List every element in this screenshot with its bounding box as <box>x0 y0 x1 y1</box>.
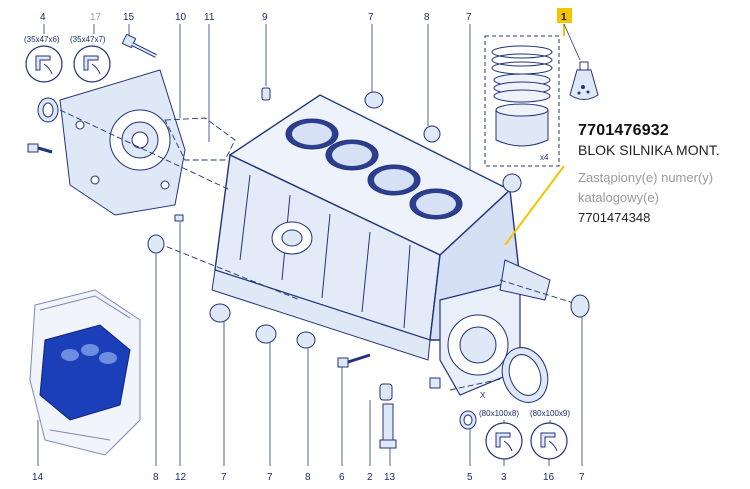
bolt-15[interactable] <box>121 33 157 58</box>
callout-5[interactable]: 5 <box>467 472 473 483</box>
plug-8-bottom[interactable] <box>296 331 316 349</box>
seal-icon-16[interactable] <box>530 422 568 460</box>
callout-15[interactable]: 15 <box>123 12 135 23</box>
rear-main-seal[interactable] <box>495 341 555 409</box>
seal-icon-4[interactable] <box>25 45 63 83</box>
plug-7-top-a[interactable] <box>364 91 384 109</box>
gasket-10[interactable] <box>164 117 236 161</box>
bolt-6[interactable] <box>337 353 371 368</box>
oil-bottle-icon <box>569 61 599 100</box>
x-marker: X <box>480 391 486 400</box>
plug-7-top-b[interactable] <box>502 173 522 193</box>
piston-kit-box[interactable]: x4 <box>484 35 560 167</box>
bolt-small-left[interactable] <box>27 143 53 154</box>
callout-12[interactable]: 12 <box>175 472 187 483</box>
plug-8-left[interactable] <box>147 234 165 254</box>
callout-7-top-a[interactable]: 7 <box>368 12 374 23</box>
bolt-13[interactable] <box>379 403 397 449</box>
callout-7-bottom-c[interactable]: 7 <box>579 472 585 483</box>
callout-7-bottom-a[interactable]: 7 <box>221 472 227 483</box>
part-info-panel: 7701476932 BLOK SILNIKA MONT. Zastąpiony… <box>578 122 748 225</box>
seal-size-16: (80x100x9) <box>530 409 570 418</box>
seal-size-17: (35x47x7) <box>70 35 106 44</box>
engine-thumbnail <box>29 289 141 456</box>
callout-3[interactable]: 3 <box>501 472 507 483</box>
pin-12[interactable] <box>174 214 184 222</box>
dowel-9[interactable] <box>261 87 271 101</box>
callout-10[interactable]: 10 <box>175 12 187 23</box>
callout-7-bottom-b[interactable]: 7 <box>267 472 273 483</box>
seal-5[interactable] <box>459 410 477 430</box>
callout-2[interactable]: 2 <box>367 472 373 483</box>
callout-8-bottom-a[interactable]: 8 <box>153 472 159 483</box>
plug-7-bottom-a[interactable] <box>209 303 231 323</box>
seal-icon-17[interactable] <box>73 45 111 83</box>
seal-size-4: (35x47x6) <box>24 35 60 44</box>
replaced-label: Zastąpiony(e) numer(y) katalogowy(e) <box>578 170 714 205</box>
quantity-label: x4 <box>540 153 549 162</box>
engine-block[interactable] <box>211 94 551 396</box>
seal-size-3: (80x100x8) <box>479 409 519 418</box>
callout-9[interactable]: 9 <box>262 12 268 23</box>
callout-6[interactable]: 6 <box>339 472 345 483</box>
dowel-2[interactable] <box>379 383 393 401</box>
part-number[interactable]: 7701476932 <box>578 122 669 139</box>
side-oil-seal-left[interactable] <box>37 97 59 123</box>
part-name: BLOK SILNIKA MONT. <box>578 142 720 158</box>
callout-17[interactable]: 17 <box>90 12 102 23</box>
callout-13[interactable]: 13 <box>384 472 396 483</box>
callout-4[interactable]: 4 <box>40 12 46 23</box>
drain-plug[interactable] <box>429 377 441 389</box>
callout-7-top-b[interactable]: 7 <box>466 12 472 23</box>
replacement-part-number[interactable]: 7701474348 <box>578 210 651 225</box>
callout-8-bottom-b[interactable]: 8 <box>305 472 311 483</box>
plug-7-right[interactable] <box>570 294 590 318</box>
callout-16[interactable]: 16 <box>543 472 555 483</box>
callout-11[interactable]: 11 <box>204 12 215 23</box>
callout-14[interactable]: 14 <box>32 472 44 483</box>
plug-8-top[interactable] <box>423 125 441 143</box>
seal-icon-3[interactable] <box>485 422 523 460</box>
plug-7-bottom-b[interactable] <box>255 324 277 344</box>
callout-8-top[interactable]: 8 <box>424 12 430 23</box>
callout-1-highlight <box>557 8 572 23</box>
callout-1[interactable]: 1 <box>561 12 567 23</box>
front-cover-plate[interactable] <box>59 69 186 216</box>
